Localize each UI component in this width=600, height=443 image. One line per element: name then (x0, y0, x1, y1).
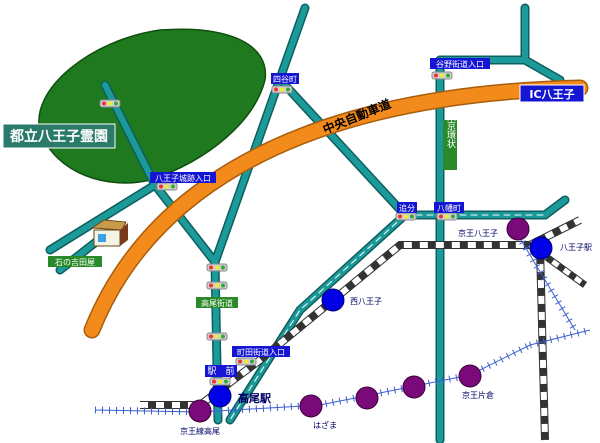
traffic-signal-icon (436, 212, 458, 221)
keio-hachioji-station (506, 217, 530, 241)
traffic-signal-icon (271, 85, 293, 94)
keio-takao-station (188, 399, 212, 423)
hazama-station (299, 394, 323, 418)
hachimancho-label: 八幡町 (437, 203, 461, 213)
takao-kaido-label: 高尾街道 (201, 298, 233, 308)
hachioji-josei-label: 八王子城跡入口 (155, 173, 211, 183)
ic-label: IC八王子 (529, 88, 574, 101)
keio-katakura-label: 京王片倉 (462, 390, 494, 400)
yotsugi-label: 追分 (399, 203, 415, 213)
traffic-signal-icon (206, 281, 228, 290)
takao-station (208, 384, 232, 408)
kanno-kaido-label: 谷野街道入口 (436, 59, 484, 69)
traffic-signal-icon (431, 71, 453, 80)
hazama-label: はざま (313, 420, 337, 430)
ekimae-label: 駅 前 (207, 365, 234, 377)
nishi-hachioji-label: 西八王子 (350, 297, 382, 306)
traffic-signal-icon (156, 182, 178, 191)
hachioji-station-label: 八王子駅 (560, 243, 592, 252)
house-icon (90, 219, 128, 247)
keio-line (94, 228, 591, 416)
traffic-signal-icon (206, 263, 228, 272)
keio-hachioji-label: 京王八王子 (458, 228, 498, 238)
traffic-signal-icon (99, 99, 121, 108)
ic-label-box (519, 84, 585, 103)
keio-katakura-station (458, 364, 482, 388)
hachioji-station (529, 236, 553, 260)
keio-takao-label: 京王線高尾 (180, 426, 220, 436)
traffic-signal-icon (235, 357, 257, 366)
machida-kaido-label: 町田街道入口 (237, 347, 285, 357)
jr-stations (208, 236, 553, 408)
traffic-signal-icon (209, 377, 231, 386)
higashi-kanjo-label: 東京環状 (445, 111, 456, 148)
yotsuya-label: 四谷町 (273, 75, 297, 84)
takao-station-label: 高尾駅 (238, 391, 271, 405)
roads (45, 3, 570, 443)
cemetery-label: 都立八王子霊園 (9, 128, 108, 145)
ishinoyoshida-label: 石の吉田屋 (55, 258, 95, 267)
traffic-signal-icon (395, 212, 417, 221)
traffic-signal-icon (206, 332, 228, 341)
nishi-hachioji-station (321, 288, 345, 312)
cemetery-area (38, 28, 267, 184)
cemetery-label-box (2, 123, 116, 149)
keio-stations (188, 217, 530, 423)
